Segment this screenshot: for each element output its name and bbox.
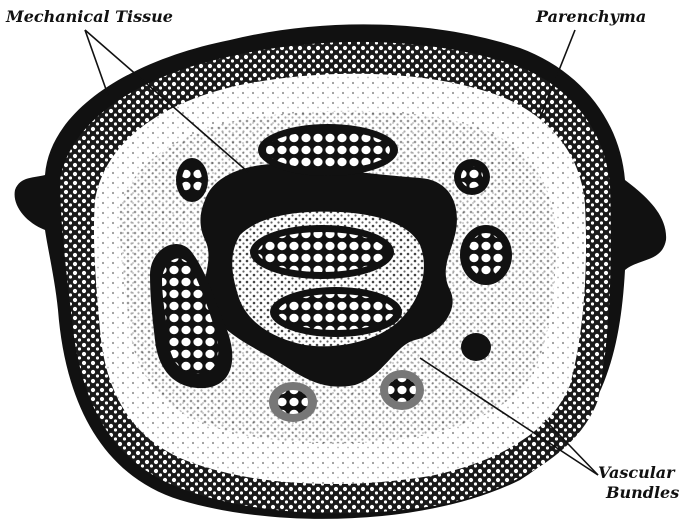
vascular-bundle-small-right bbox=[461, 333, 491, 361]
vascular-bundle-lower bbox=[270, 287, 402, 337]
vascular-bundle-top bbox=[258, 124, 398, 176]
label-parenchyma: Parenchyma bbox=[535, 7, 646, 26]
vascular-bundle-bottom-right bbox=[380, 370, 424, 410]
label-mechanical-tissue: Mechanical Tissue bbox=[5, 7, 173, 26]
label-vascular-line1: Vascular bbox=[598, 463, 676, 482]
vascular-bundle-small-upper-left bbox=[176, 158, 208, 202]
vascular-bundle-right bbox=[460, 225, 512, 285]
vascular-bundle-bottom-left bbox=[269, 382, 317, 422]
vascular-bundle-middle bbox=[250, 225, 394, 279]
label-vascular-line2: Bundles bbox=[605, 483, 679, 502]
vascular-bundle-small-upper-right bbox=[454, 159, 490, 195]
